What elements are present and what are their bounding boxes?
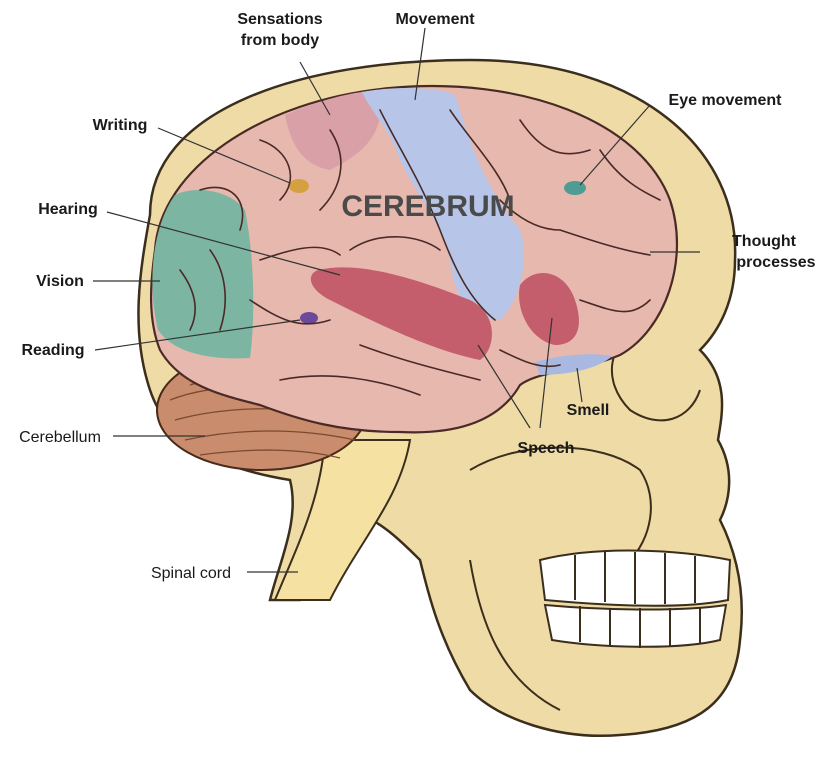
eye-movement-spot (564, 181, 586, 195)
label-sensations-line2: from body (241, 32, 319, 49)
label-writing: Writing (93, 117, 148, 134)
label-cerebellum: Cerebellum (19, 429, 101, 446)
label-smell: Smell (567, 402, 610, 419)
label-vision: Vision (36, 273, 84, 290)
writing-spot (289, 179, 309, 193)
label-thought-line2: processes (736, 254, 815, 271)
label-thought-line1: Thought (732, 233, 797, 250)
cerebrum-title: CEREBRUM (341, 190, 514, 223)
teeth (540, 551, 730, 648)
label-eye-movement: Eye movement (669, 92, 783, 109)
vision-region (152, 190, 253, 358)
label-sensations-line1: Sensations (237, 11, 322, 28)
label-hearing: Hearing (38, 201, 98, 218)
label-reading: Reading (21, 342, 84, 359)
reading-spot (300, 312, 318, 324)
label-speech: Speech (518, 440, 575, 457)
label-movement: Movement (395, 11, 475, 28)
label-spinal-cord: Spinal cord (151, 565, 231, 582)
